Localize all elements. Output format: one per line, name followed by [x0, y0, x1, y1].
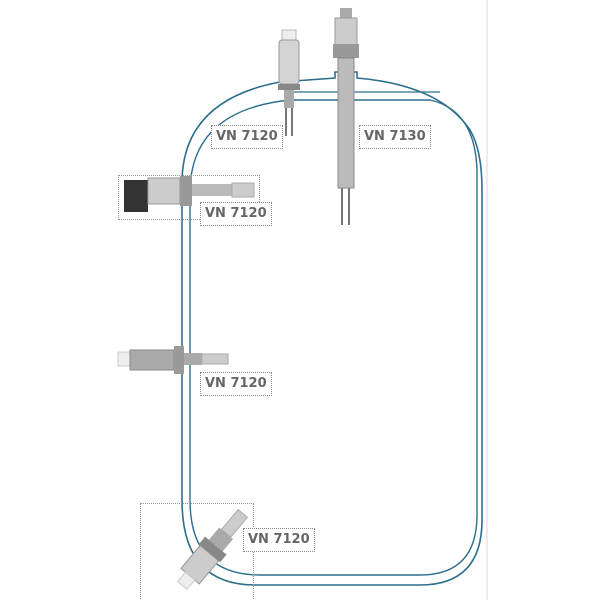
sensor-bottom-corner-vn7120 [177, 508, 249, 590]
sensor-top-vn7130 [333, 8, 359, 225]
sensor-side-upper-vn7120 [124, 176, 255, 212]
sensor-group-frame [118, 175, 260, 220]
label-vn7120-side-upper: VN 7120 [200, 202, 272, 226]
sensor-side-middle-vn7120 [117, 346, 229, 374]
label-vn7130-top: VN 7130 [359, 125, 431, 149]
tank-inner-wall [189, 99, 478, 576]
label-vn7120-top: VN 7120 [211, 125, 283, 149]
tank-outer-wall [181, 71, 483, 586]
label-vn7120-bottom: VN 7120 [243, 528, 315, 552]
sensor-top-vn7120 [278, 29, 300, 136]
label-vn7120-side-middle: VN 7120 [200, 372, 272, 396]
sensor-group-frame [140, 503, 254, 600]
